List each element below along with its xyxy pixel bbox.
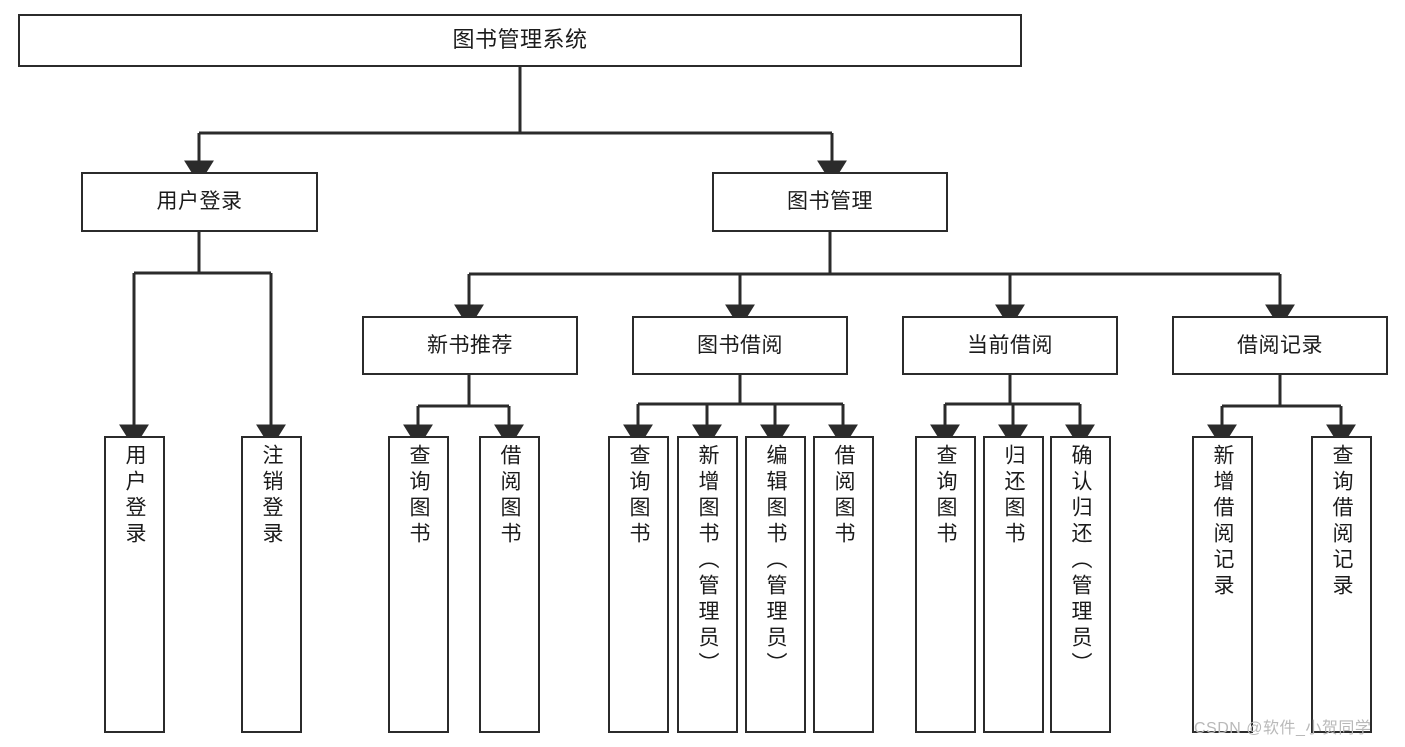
node-label: 查询借阅记录 — [1330, 444, 1353, 600]
node-label: 图书借阅 — [697, 333, 783, 357]
node-book-management[interactable]: 图书管理 — [712, 172, 948, 232]
leaf-return-book[interactable]: 归还图书 — [983, 436, 1044, 733]
node-label: 图书管理 — [787, 190, 873, 214]
node-label: 用户登录 — [156, 190, 243, 214]
csdn-watermark: CSDN @软件_小贺同学 — [1194, 720, 1372, 737]
leaf-add-book-admin[interactable]: 新增图书（管理员） — [677, 436, 738, 733]
node-label: 查询图书 — [407, 444, 430, 548]
node-borrow-record[interactable]: 借阅记录 — [1172, 316, 1388, 375]
node-label: 归还图书 — [1002, 444, 1025, 548]
leaf-logout-login[interactable]: 注销登录 — [241, 436, 302, 733]
node-label: 当前借阅 — [967, 333, 1053, 357]
leaf-borrow-book-recommend[interactable]: 借阅图书 — [479, 436, 540, 733]
node-label: 编辑图书（管理员） — [764, 444, 787, 678]
node-label: 新增借阅记录 — [1211, 444, 1234, 600]
node-label: 确认归还（管理员） — [1069, 444, 1092, 678]
node-label: 借阅记录 — [1237, 333, 1323, 357]
node-label: 图书管理系统 — [452, 27, 588, 53]
node-user-login[interactable]: 用户登录 — [81, 172, 318, 232]
leaf-query-borrow-record[interactable]: 查询借阅记录 — [1311, 436, 1372, 733]
node-label: 新书推荐 — [427, 333, 513, 357]
leaf-add-borrow-record[interactable]: 新增借阅记录 — [1192, 436, 1253, 733]
node-label: 借阅图书 — [498, 444, 521, 548]
leaf-query-book-recommend[interactable]: 查询图书 — [388, 436, 449, 733]
node-label: 新增图书（管理员） — [696, 444, 719, 678]
leaf-query-book-borrow[interactable]: 查询图书 — [608, 436, 669, 733]
leaf-borrow-book[interactable]: 借阅图书 — [813, 436, 874, 733]
node-label: 用户登录 — [123, 444, 146, 548]
leaf-confirm-return-admin[interactable]: 确认归还（管理员） — [1050, 436, 1111, 733]
node-label: 注销登录 — [260, 444, 283, 548]
node-root-book-management-system[interactable]: 图书管理系统 — [18, 14, 1022, 67]
node-label: 借阅图书 — [832, 444, 855, 548]
node-label: 查询图书 — [627, 444, 650, 548]
node-label: 查询图书 — [934, 444, 957, 548]
node-book-borrow[interactable]: 图书借阅 — [632, 316, 848, 375]
leaf-query-book-current[interactable]: 查询图书 — [915, 436, 976, 733]
node-current-borrow[interactable]: 当前借阅 — [902, 316, 1118, 375]
leaf-user-login[interactable]: 用户登录 — [104, 436, 165, 733]
leaf-edit-book-admin[interactable]: 编辑图书（管理员） — [745, 436, 806, 733]
node-new-book-recommend[interactable]: 新书推荐 — [362, 316, 578, 375]
